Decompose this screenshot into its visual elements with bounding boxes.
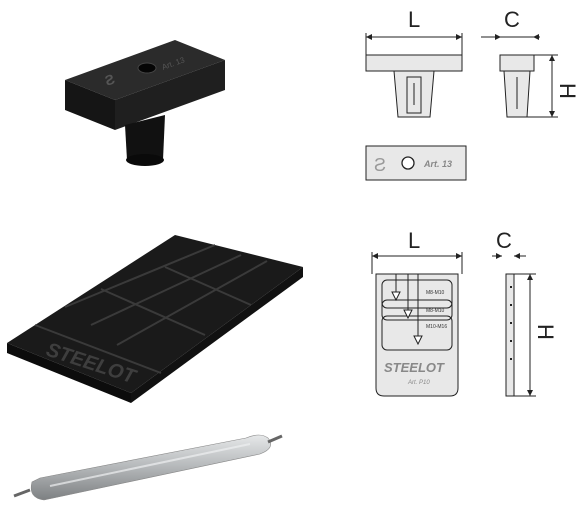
- dim-label-l: L: [408, 7, 420, 32]
- sealant-sausage-photo: [13, 434, 283, 501]
- shim-break-lines: [34, 244, 268, 374]
- shim-cell-2: [381, 299, 453, 321]
- t-spacer-drawing-side: C H: [481, 7, 576, 118]
- t-spacer-drawing-front: L: [365, 7, 463, 118]
- t-spacer-photo: Ƨ Art. 13: [65, 40, 225, 166]
- arrow-down: [527, 390, 533, 396]
- row-label-3: M10-M16: [426, 324, 447, 330]
- dim-label-h: H: [555, 83, 576, 99]
- dim-label-h: H: [533, 324, 558, 340]
- shim-photo: STEELOT: [7, 235, 303, 403]
- dim-label-c: C: [504, 7, 520, 32]
- t-spacer-head: [365, 54, 463, 72]
- arrow-down: [549, 111, 555, 117]
- sausage-highlight: [49, 443, 251, 487]
- shim-side-profile: [505, 273, 515, 397]
- arrow-left: [533, 34, 539, 40]
- arrow-right: [456, 34, 462, 40]
- arrow-right: [495, 34, 501, 40]
- t-spacer-drawing-top: Ƨ Art. 13: [365, 145, 467, 181]
- sausage-body: [30, 434, 271, 501]
- t-spacer-stem-base: [126, 154, 164, 166]
- sausage-clip-left: [13, 488, 31, 498]
- t-spacer-stem: [125, 115, 165, 164]
- arrow-left: [366, 34, 372, 40]
- shim-cell-1: [381, 279, 453, 309]
- shim-side-teeth: [510, 286, 512, 360]
- shim-drawing-front: L M8-M10 M8-M10 M10-M16 STEELOT Art. P10: [371, 228, 463, 397]
- t-spacer-front-face: [65, 80, 115, 130]
- plate-hole: [401, 156, 415, 170]
- arrow-left: [372, 253, 378, 259]
- arrow-up: [549, 55, 555, 61]
- shim-side-edge: [131, 267, 303, 403]
- shim-drawing-side: C H: [492, 228, 558, 397]
- t-spacer-plate: [365, 145, 467, 181]
- slot-arrowhead-2: [403, 309, 413, 320]
- arrow-up: [527, 274, 533, 280]
- shim-article: Art. P10: [407, 380, 430, 386]
- slot-arrowhead-3: [413, 335, 423, 346]
- shim-front-edge: [7, 343, 131, 403]
- arrow-right: [456, 253, 462, 259]
- dim-label-c: C: [496, 228, 512, 253]
- sausage-clip-right: [267, 434, 283, 444]
- dim-label-l: L: [408, 228, 420, 253]
- plate-logo: Ƨ: [374, 155, 386, 175]
- stem-slot: [406, 76, 422, 114]
- shim-outline: [375, 273, 459, 397]
- t-spacer-hole: [137, 62, 157, 74]
- plate-code: Art. 13: [423, 159, 452, 169]
- arrow-right: [496, 253, 502, 259]
- shim-body: [7, 235, 303, 393]
- t-spacer-side-face: [115, 60, 225, 130]
- t-spacer-side-head: [499, 54, 535, 72]
- row-label-2: M8-M10: [426, 308, 445, 314]
- shim-brand: STEELOT: [384, 360, 445, 375]
- shim-cell-3: [381, 315, 453, 351]
- slot-arrowhead-1: [391, 291, 401, 302]
- row-label-1: M8-M10: [426, 290, 445, 296]
